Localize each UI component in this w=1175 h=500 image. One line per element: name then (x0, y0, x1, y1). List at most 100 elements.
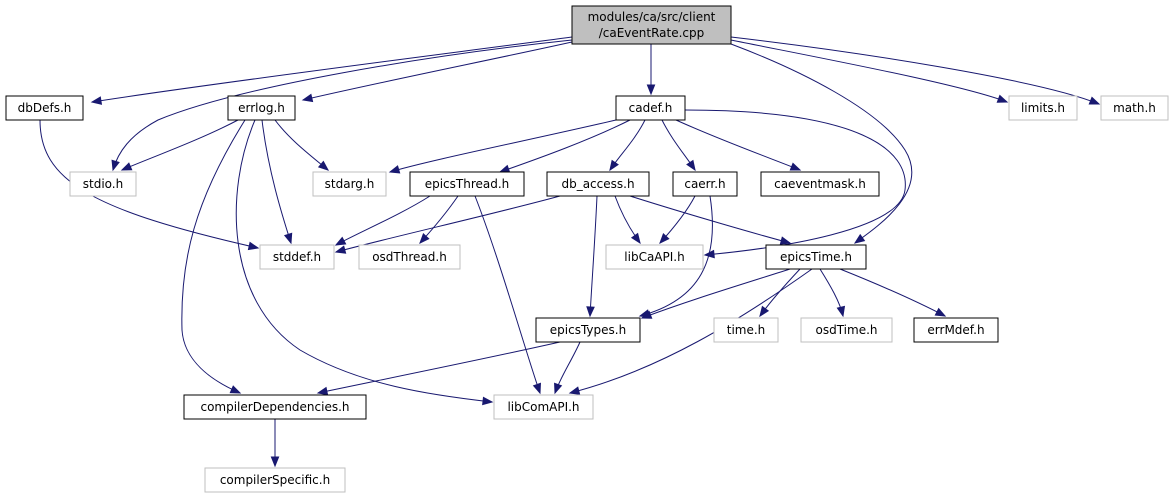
edge-arrowhead (482, 396, 494, 406)
edge-arrowhead (111, 159, 120, 172)
node-box (259, 244, 335, 270)
edge-line (389, 119, 617, 173)
node-label: limits.h (1021, 101, 1065, 115)
node-box (1008, 95, 1078, 121)
edge-line (629, 195, 791, 244)
node-libCaAPI: libCaAPI.h (605, 244, 704, 270)
node-label: caeventmask.h (774, 177, 866, 191)
node-box (605, 244, 704, 270)
edge-epicsTime-to-errMdef (839, 268, 947, 317)
edge-arrowhead (90, 96, 103, 105)
node-compilerDependencies[interactable]: compilerDependencies.h (183, 394, 367, 420)
edge-arrowhead (498, 164, 511, 173)
edge-arrowhead (316, 386, 329, 396)
edge-line (335, 195, 561, 253)
node-label: stdarg.h (325, 177, 375, 191)
edge-arrowhead (934, 307, 947, 317)
edge-line (730, 43, 913, 244)
node-layer: modules/ca/src/client /caEventRate.cpp d… (5, 5, 1169, 493)
edge-arrowhead (532, 382, 541, 395)
edge-compilerDependencies-to-compilerSpecific (270, 419, 280, 468)
node-label: errMdef.h (927, 323, 984, 337)
node-box (713, 317, 779, 343)
edge-epicsTypes-to-libComAPI (554, 341, 581, 395)
edge-line (112, 39, 573, 171)
node-label: time.h (727, 323, 766, 337)
node-dbDefs[interactable]: dbDefs.h (5, 95, 84, 121)
node-box (493, 394, 594, 420)
edge-line (730, 36, 1100, 105)
node-label: cadef.h (629, 101, 673, 115)
node-box (800, 317, 893, 343)
edge-arrowhead (836, 305, 846, 318)
node-db_access[interactable]: db_access.h (546, 171, 650, 197)
edge-line (274, 119, 329, 171)
edge-arrowhead (568, 386, 581, 395)
edge-arrowhead (247, 241, 260, 251)
edge-arrowhead (120, 162, 133, 171)
edge-arrowhead (317, 160, 330, 171)
edge-errlog-to-stddef (261, 119, 293, 245)
edge-line (235, 119, 493, 403)
edge-cadef-to-caerr (661, 119, 696, 172)
edge-line (474, 195, 541, 394)
node-box (312, 171, 387, 197)
node-errlog[interactable]: errlog.h (227, 95, 296, 121)
node-stddef: stddef.h (259, 244, 335, 270)
edge-arrowhead (996, 94, 1009, 103)
node-root-label-line1: modules/ca/src/client (588, 10, 716, 24)
edge-line (91, 36, 573, 103)
node-math: math.h (1100, 95, 1169, 121)
edge-epicsTypes-to-compilerDependencies (316, 341, 561, 396)
node-box (672, 171, 738, 197)
node-cadef[interactable]: cadef.h (615, 95, 686, 121)
node-epicsThread[interactable]: epicsThread.h (409, 171, 525, 197)
edge-arrowhead (630, 232, 641, 245)
edge-layer (39, 36, 1101, 468)
node-root[interactable]: modules/ca/src/client /caEventRate.cpp (571, 5, 732, 45)
node-libComAPI: libComAPI.h (493, 394, 594, 420)
edge-arrowhead (789, 162, 802, 171)
node-stdarg: stdarg.h (312, 171, 387, 197)
node-label: osdThread.h (372, 250, 447, 264)
edge-errlog-to-stdio (120, 119, 239, 171)
node-caerr[interactable]: caerr.h (672, 171, 738, 197)
edge-line (335, 195, 431, 246)
edge-root-to-stdio (111, 39, 573, 172)
node-box (760, 171, 880, 197)
edge-db_access-to-epicsTypes (586, 195, 598, 318)
node-box (535, 317, 641, 343)
node-box (183, 394, 367, 420)
edge-root-to-math (730, 36, 1101, 105)
node-errMdef[interactable]: errMdef.h (913, 317, 999, 343)
node-compilerSpecific: compilerSpecific.h (204, 467, 346, 493)
edge-root-to-errlog (301, 41, 573, 103)
edge-line (639, 195, 713, 317)
node-caeventmask[interactable]: caeventmask.h (760, 171, 880, 197)
node-limits: limits.h (1008, 95, 1078, 121)
edge-line (730, 39, 1008, 103)
edge-arrowhead (270, 456, 280, 468)
node-box (1100, 95, 1169, 121)
node-box (358, 244, 461, 270)
node-label: caerr.h (684, 177, 725, 191)
node-label: epicsTime.h (780, 250, 852, 264)
node-label: epicsThread.h (425, 177, 510, 191)
edge-line (181, 119, 246, 394)
edge-line (641, 268, 791, 319)
node-label: compilerSpecific.h (220, 473, 330, 487)
node-epicsTime[interactable]: epicsTime.h (765, 244, 867, 270)
edge-arrowhead (586, 306, 595, 318)
node-epicsTypes[interactable]: epicsTypes.h (535, 317, 641, 343)
node-box (227, 95, 296, 121)
edge-line (317, 341, 561, 394)
edge-line (675, 119, 801, 171)
edge-errlog-to-compilerDependencies (181, 119, 246, 394)
edge-arrowhead (659, 233, 670, 244)
node-osdThread: osdThread.h (358, 244, 461, 270)
edge-epicsThread-to-osdThread (419, 195, 459, 244)
edge-arrowhead (646, 84, 656, 96)
node-box (204, 467, 346, 493)
edge-line (121, 119, 239, 171)
